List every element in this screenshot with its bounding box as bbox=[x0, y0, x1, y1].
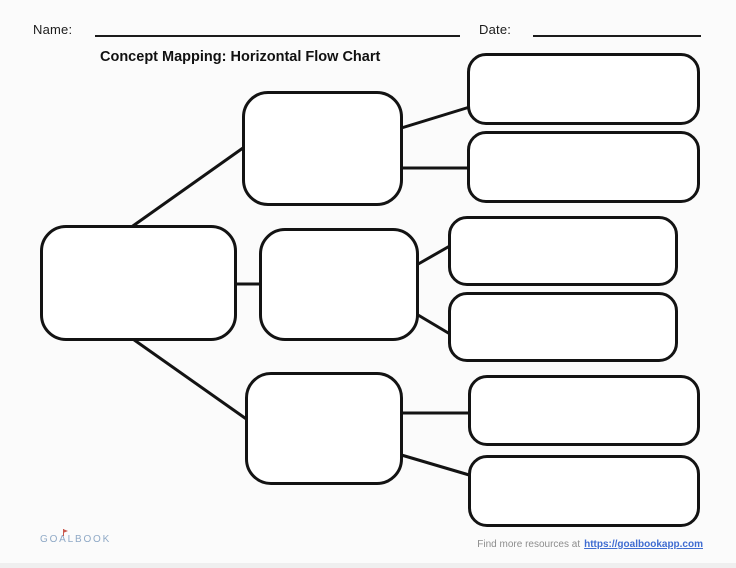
date-blank-line bbox=[533, 35, 701, 37]
flow-box-branch-middle bbox=[259, 228, 419, 341]
flag-icon bbox=[63, 529, 68, 536]
name-label: Name: bbox=[33, 22, 73, 37]
date-label: Date: bbox=[479, 22, 512, 37]
flow-box-leaf-bottom-2 bbox=[468, 455, 700, 527]
connector-branchbot-to-leaf2 bbox=[397, 452, 477, 479]
name-blank-line bbox=[95, 35, 460, 37]
page-bottom-edge bbox=[0, 563, 736, 568]
flow-box-leaf-middle-2 bbox=[448, 292, 678, 362]
flow-box-branch-top bbox=[242, 91, 403, 206]
goalbookapp-link[interactable]: https://goalbookapp.com bbox=[584, 539, 703, 550]
connector-root-to-branch-bottom bbox=[129, 335, 253, 425]
flow-box-leaf-top-2 bbox=[467, 131, 700, 203]
flow-box-leaf-middle-1 bbox=[448, 216, 678, 286]
flow-box-leaf-top-1 bbox=[467, 53, 700, 125]
goalbook-logo: GOALBOOK bbox=[40, 529, 112, 545]
footer-resources-text: Find more resources at bbox=[477, 539, 581, 550]
flow-box-leaf-bottom-1 bbox=[468, 375, 700, 446]
flow-box-branch-bottom bbox=[245, 372, 403, 485]
connector-root-to-branch-top bbox=[129, 141, 251, 230]
connector-branchtop-to-leaf1 bbox=[397, 104, 474, 131]
flow-box-root bbox=[40, 225, 237, 341]
page-title: Concept Mapping: Horizontal Flow Chart bbox=[100, 49, 381, 65]
goalbook-logo-text: GOALBOOK bbox=[40, 534, 112, 545]
